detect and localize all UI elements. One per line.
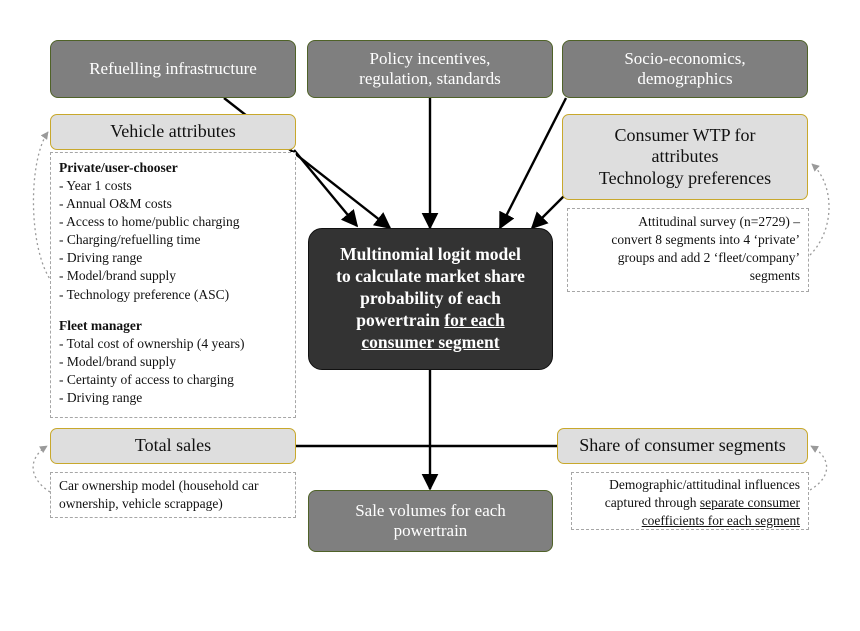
arrow-socio-to-model <box>498 97 568 230</box>
socio-economics-label: Socio-economics, demographics <box>624 48 746 88</box>
policy-incentives-label: Policy incentives, regulation, standards <box>359 48 501 88</box>
vehicle-attributes-list: Private/user-chooser - Year 1 costs - An… <box>50 152 296 418</box>
total-sales-box: Total sales <box>50 428 296 464</box>
sale-volumes-label: Sale volumes for each powertrain <box>355 500 506 540</box>
fleet-manager-heading: Fleet manager <box>59 317 142 333</box>
private-item: - Annual O&M costs <box>59 196 172 212</box>
vehicle-attributes-title: Vehicle attributes <box>110 121 236 142</box>
consumer-wtp-box: Consumer WTP for attributes Technology p… <box>562 114 808 200</box>
private-item: - Driving range <box>59 250 143 266</box>
attitudinal-survey-note: Attitudinal survey (n=2729) – convert 8 … <box>567 208 809 292</box>
vehicle-attributes-box: Vehicle attributes <box>50 114 296 150</box>
socio-economics-box: Socio-economics, demographics <box>562 40 808 98</box>
model-description: Multinomial logit model to calculate mar… <box>336 244 525 330</box>
share-of-segments-box: Share of consumer segments <box>557 428 808 464</box>
dotted-curve-sales <box>32 445 51 493</box>
attitudinal-survey-text: Attitudinal survey (n=2729) – convert 8 … <box>611 214 800 284</box>
car-ownership-text: Car ownership model (household car owner… <box>59 478 259 512</box>
total-sales-title: Total sales <box>134 435 212 456</box>
private-item: - Charging/refuelling time <box>59 232 201 248</box>
segments-note-text: Demographic/attitudinal influences captu… <box>604 477 800 511</box>
fleet-item: - Certainty of access to charging <box>59 371 234 387</box>
segments-note: Demographic/attitudinal influences captu… <box>571 472 809 530</box>
consumer-wtp-title: Consumer WTP for attributes Technology p… <box>598 124 772 188</box>
fleet-item: - Driving range <box>59 389 143 405</box>
arrow-vehicle-to-model <box>293 149 359 228</box>
share-of-segments-title: Share of consumer segments <box>579 435 786 456</box>
sale-volumes-box: Sale volumes for each powertrain <box>308 490 553 552</box>
refuelling-infrastructure-box: Refuelling infrastructure <box>50 40 296 98</box>
model-description-underlined: for each consumer segment <box>361 309 505 352</box>
private-item: - Access to home/public charging <box>59 214 240 230</box>
dotted-curve-segments <box>809 445 828 491</box>
fleet-item: - Model/brand supply <box>59 353 176 369</box>
fleet-item: - Total cost of ownership (4 years) <box>59 335 245 351</box>
car-ownership-note: Car ownership model (household car owner… <box>50 472 296 518</box>
private-item: - Model/brand supply <box>59 268 176 284</box>
dotted-curve-wtp <box>809 163 830 256</box>
segments-note-underlined: separate consumer coefficients for each … <box>641 495 800 529</box>
refuelling-infrastructure-label: Refuelling infrastructure <box>89 58 257 78</box>
multinomial-logit-model-box: Multinomial logit model to calculate mar… <box>308 228 553 370</box>
private-item: - Technology preference (ASC) <box>59 286 230 302</box>
policy-incentives-box: Policy incentives, regulation, standards <box>307 40 553 98</box>
private-item: - Year 1 costs <box>59 178 132 194</box>
private-chooser-heading: Private/user-chooser <box>59 160 178 175</box>
